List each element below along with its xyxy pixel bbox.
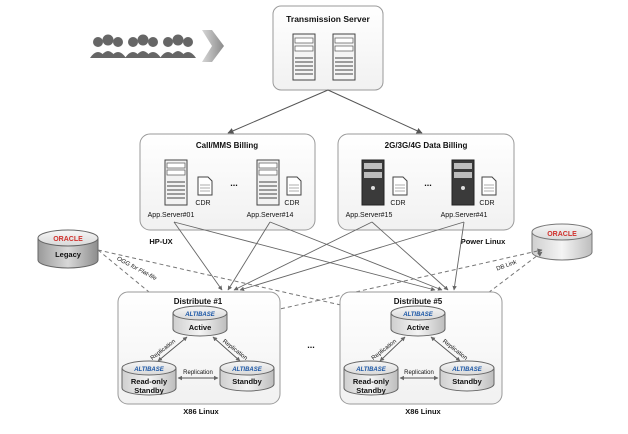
ellipsis: ...	[424, 178, 432, 188]
server-icon	[256, 159, 280, 206]
document-icon	[197, 176, 213, 196]
ellipsis: ...	[307, 340, 315, 350]
distribution-arrows	[173, 221, 465, 292]
server-label: App.Server#41	[441, 212, 488, 219]
server-icon	[292, 33, 316, 81]
call-billing-platform: HP-UX	[149, 237, 172, 246]
document-icon	[481, 176, 497, 196]
oracle-logo: ORACLE	[53, 236, 83, 243]
replication-label: Replication	[183, 370, 213, 376]
database-icon	[37, 229, 99, 269]
database-icon	[343, 360, 399, 396]
cdr-label: CDR	[284, 200, 299, 207]
oracle-logo: ORACLE	[547, 231, 577, 238]
document-icon	[392, 176, 408, 196]
server-label: App.Server#15	[346, 212, 393, 219]
cdr-label: CDR	[479, 200, 494, 207]
active-label: Active	[407, 323, 430, 332]
altibase-logo: ALTIBASE	[355, 367, 387, 373]
distribute-1-panel: Distribute #1 ALTIBASE Active ALTIBASE R…	[117, 291, 281, 405]
server-icon	[332, 33, 356, 81]
readonly-label: Read-only	[353, 377, 390, 386]
replication-label: Replication	[404, 370, 434, 376]
dblink-label: DB Link	[496, 259, 519, 272]
database-icon	[439, 360, 495, 392]
server-label: App.Server#14	[247, 212, 294, 219]
standby-label: Standby	[232, 377, 262, 386]
cdr-label: CDR	[390, 200, 405, 207]
document-icon	[286, 176, 302, 196]
replication-arrows	[157, 336, 241, 381]
arrow-right-icon	[202, 30, 224, 62]
data-billing-platform: Power Linux	[461, 237, 506, 246]
transmission-title: Transmission Server	[286, 14, 370, 24]
distribute-platform: X86 Linux	[183, 407, 219, 416]
legacy-label: Legacy	[55, 250, 82, 259]
users-icon	[90, 34, 196, 58]
data-billing-panel: 2G/3G/4G Data Billing CDR App.Server#15 …	[337, 133, 515, 231]
transmission-server-panel: Transmission Server	[272, 5, 384, 91]
distribute-title: Distribute #5	[394, 297, 443, 306]
distribute-title: Distribute #1	[174, 297, 223, 306]
data-billing-title: 2G/3G/4G Data Billing	[385, 141, 468, 150]
database-icon	[531, 223, 593, 261]
altibase-logo: ALTIBASE	[231, 367, 263, 373]
readonly-label: Standby	[356, 386, 386, 395]
altibase-logo: ALTIBASE	[184, 312, 216, 318]
database-icon	[219, 360, 275, 392]
altibase-logo: ALTIBASE	[451, 367, 483, 373]
cdr-label: CDR	[195, 200, 210, 207]
altibase-logo: ALTIBASE	[133, 367, 165, 373]
database-icon	[172, 305, 228, 337]
call-billing-panel: Call/MMS Billing CDR App.Server#01 ...	[139, 133, 316, 231]
readonly-label: Standby	[134, 386, 164, 395]
distribute-platform: X86 Linux	[405, 407, 441, 416]
server-label: App.Server#01	[148, 212, 195, 219]
distribute-5-panel: Distribute #5 ALTIBASE Active ALTIBASE R…	[339, 291, 503, 405]
ellipsis: ...	[230, 178, 238, 188]
readonly-label: Read-only	[131, 377, 168, 386]
server-icon	[451, 159, 475, 206]
database-icon	[390, 305, 446, 337]
altibase-logo: ALTIBASE	[402, 312, 434, 318]
replication-arrows	[379, 336, 461, 381]
standby-label: Standby	[452, 377, 482, 386]
server-icon	[164, 159, 188, 206]
active-label: Active	[189, 323, 212, 332]
flow-arrow	[327, 89, 423, 134]
server-icon	[361, 159, 385, 206]
call-billing-title: Call/MMS Billing	[196, 141, 258, 150]
flow-arrow	[227, 89, 329, 134]
database-icon	[121, 360, 177, 396]
